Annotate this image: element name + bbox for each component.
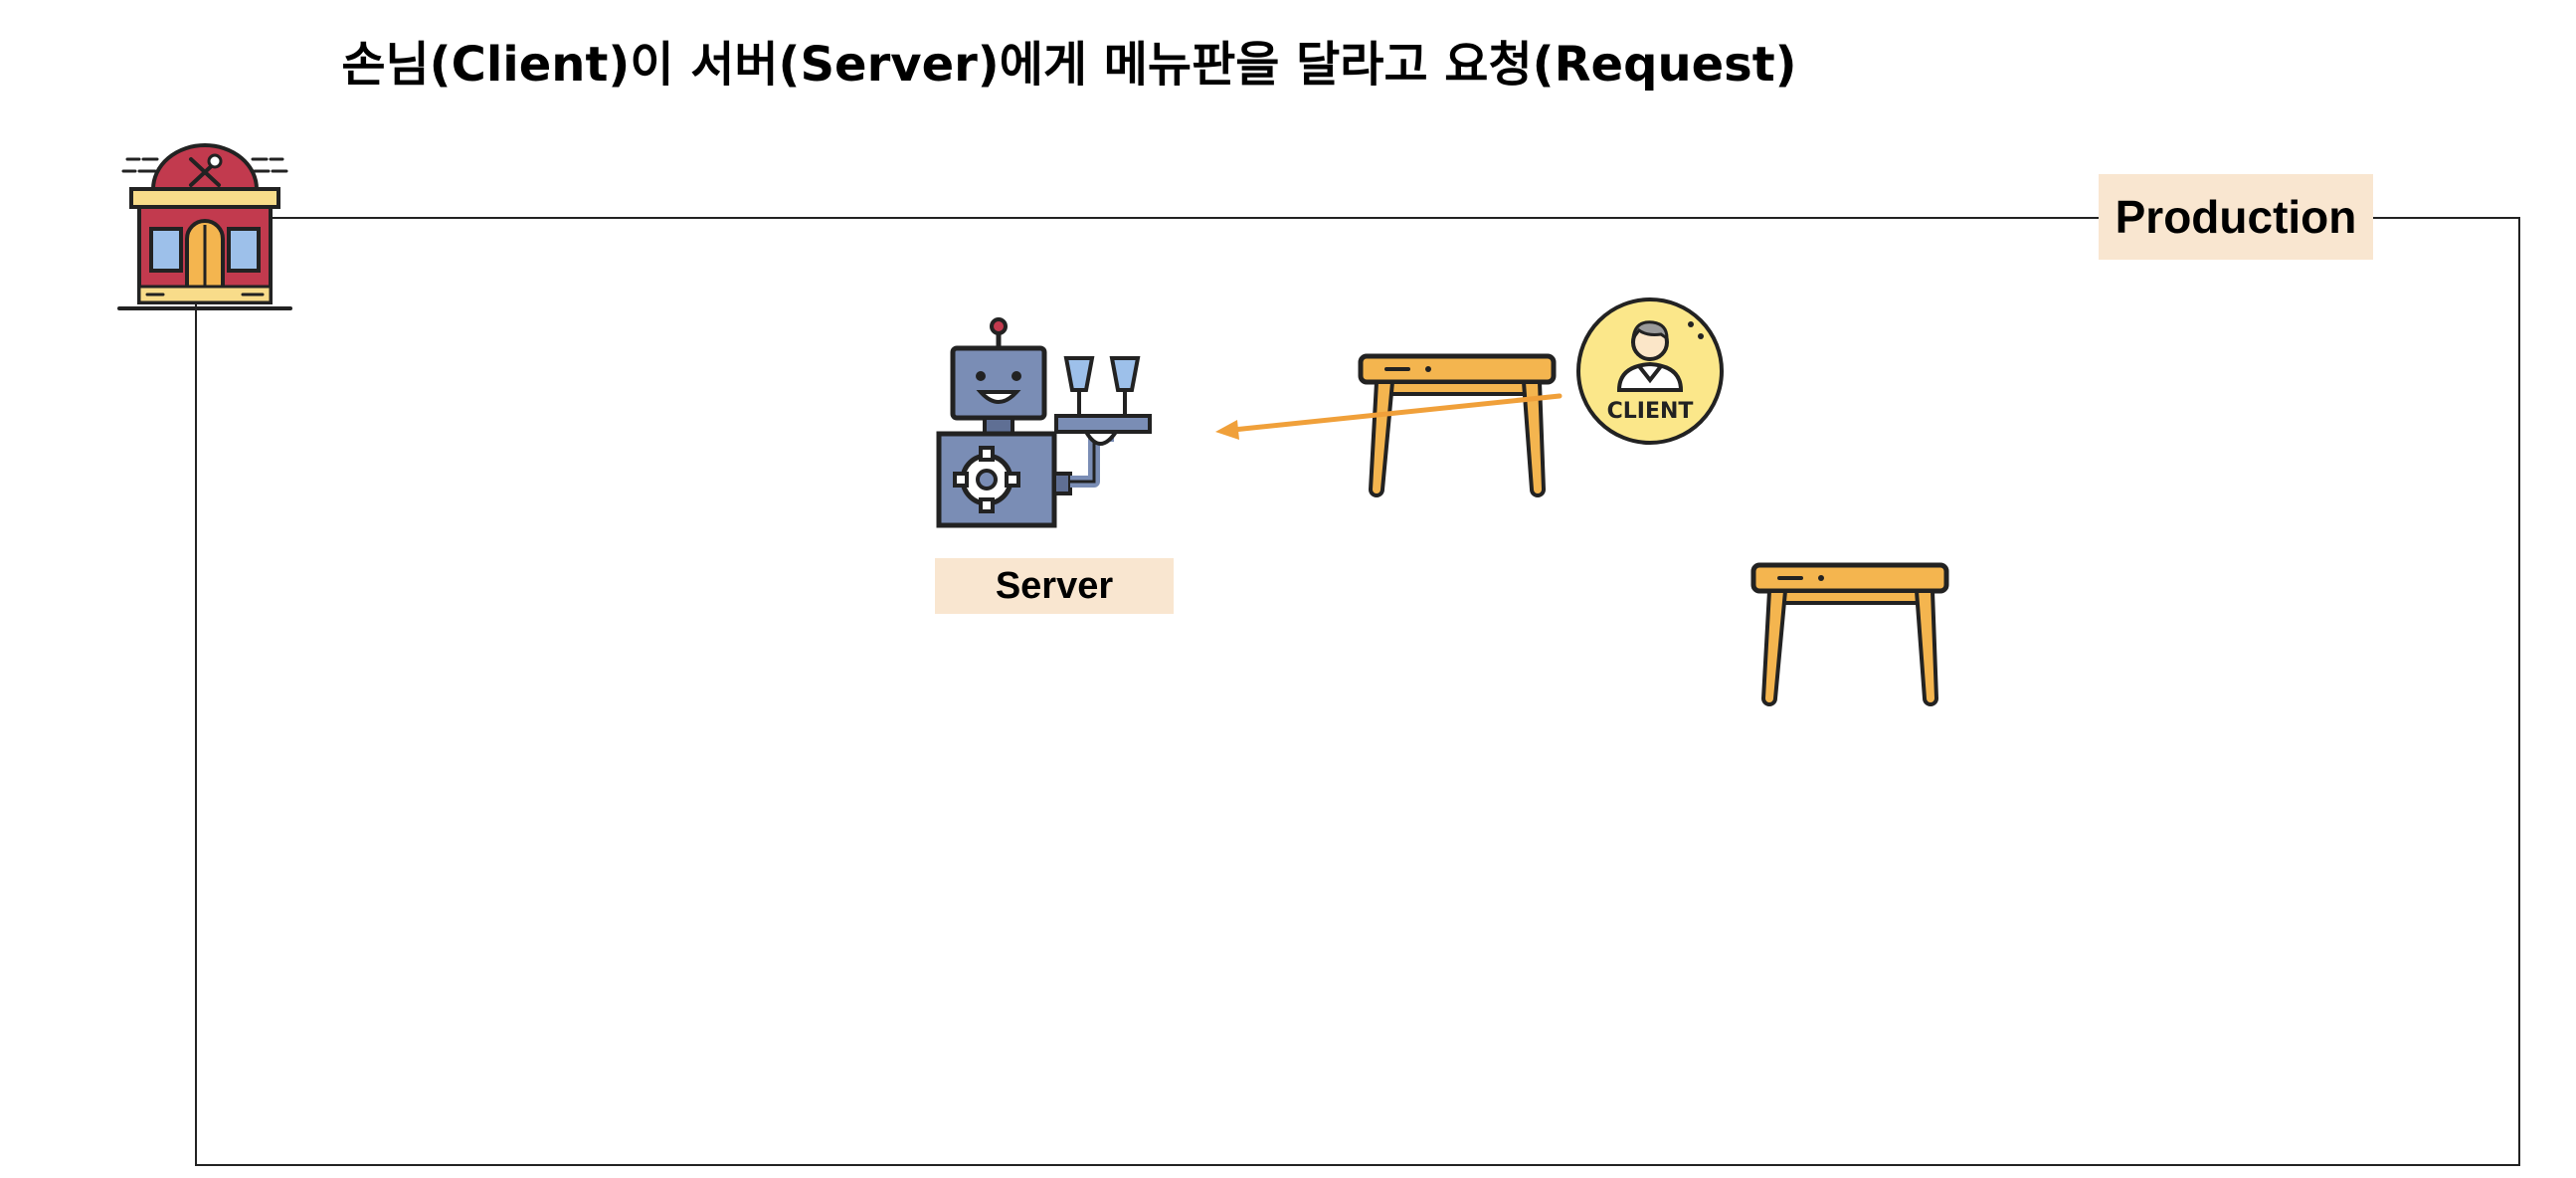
server-label: Server	[935, 558, 1174, 614]
client-person-icon: CLIENT	[1576, 297, 1724, 445]
robot-waiter-icon	[936, 317, 1152, 528]
page-title: 손님(Client)이 서버(Server)에게 메뉴판을 달라고 요청(Req…	[341, 37, 1797, 93]
table-icon	[1358, 353, 1557, 497]
production-frame	[195, 217, 2520, 1166]
restaurant-store-icon	[117, 143, 292, 310]
table-icon	[1750, 562, 1949, 706]
production-label: Production	[2099, 174, 2373, 260]
client-badge-label: CLIENT	[1607, 399, 1694, 424]
